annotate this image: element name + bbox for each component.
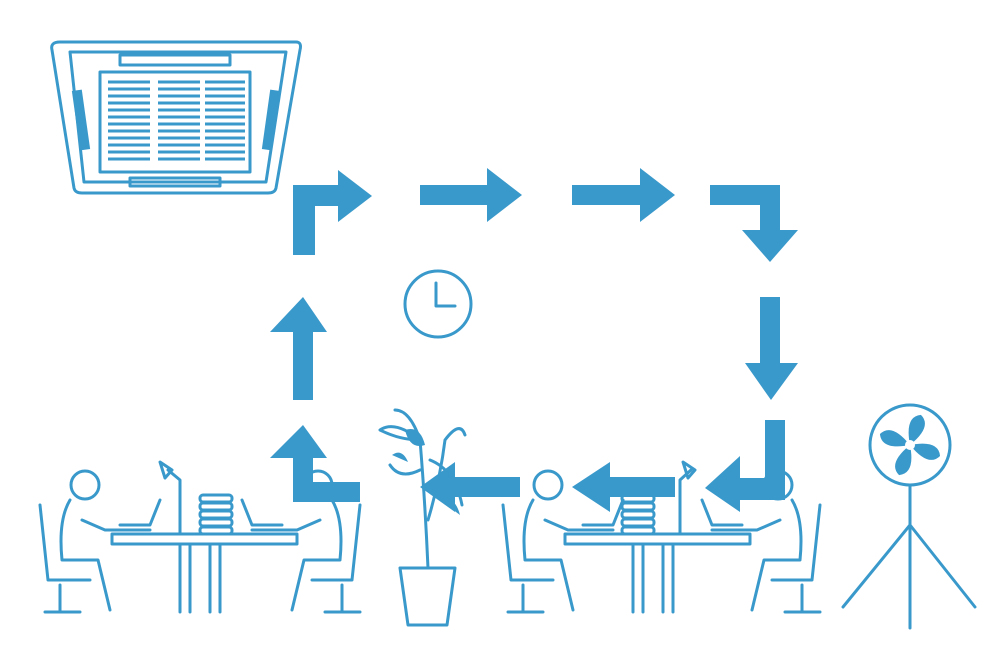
arrow-left-up	[270, 425, 360, 502]
arrow-left-1	[572, 462, 675, 512]
office-worker-icon	[700, 469, 822, 614]
desk	[110, 532, 299, 614]
potted-plant-icon	[378, 408, 467, 627]
book-stack-icon	[198, 493, 234, 536]
arrow-right-down	[710, 185, 798, 262]
airflow-arrows	[270, 168, 798, 512]
ceiling-ac-cassette-icon	[50, 40, 302, 195]
arrow-up-right	[293, 170, 372, 255]
book-stack-icon	[620, 493, 656, 536]
office-worker-icon	[240, 469, 362, 614]
standing-fan-icon	[841, 403, 977, 630]
desk	[563, 532, 752, 614]
office-worker-icon	[38, 469, 162, 614]
arrow-right-1	[420, 168, 522, 222]
arrow-up	[270, 297, 327, 400]
desk-lamp-icon	[678, 460, 697, 536]
office-worker-icon	[501, 469, 625, 614]
arrow-right-2	[572, 168, 675, 222]
clock-icon	[403, 269, 473, 339]
desk-lamp-icon	[158, 460, 182, 536]
arrow-down	[745, 297, 798, 400]
arrow-left-2	[420, 462, 520, 512]
